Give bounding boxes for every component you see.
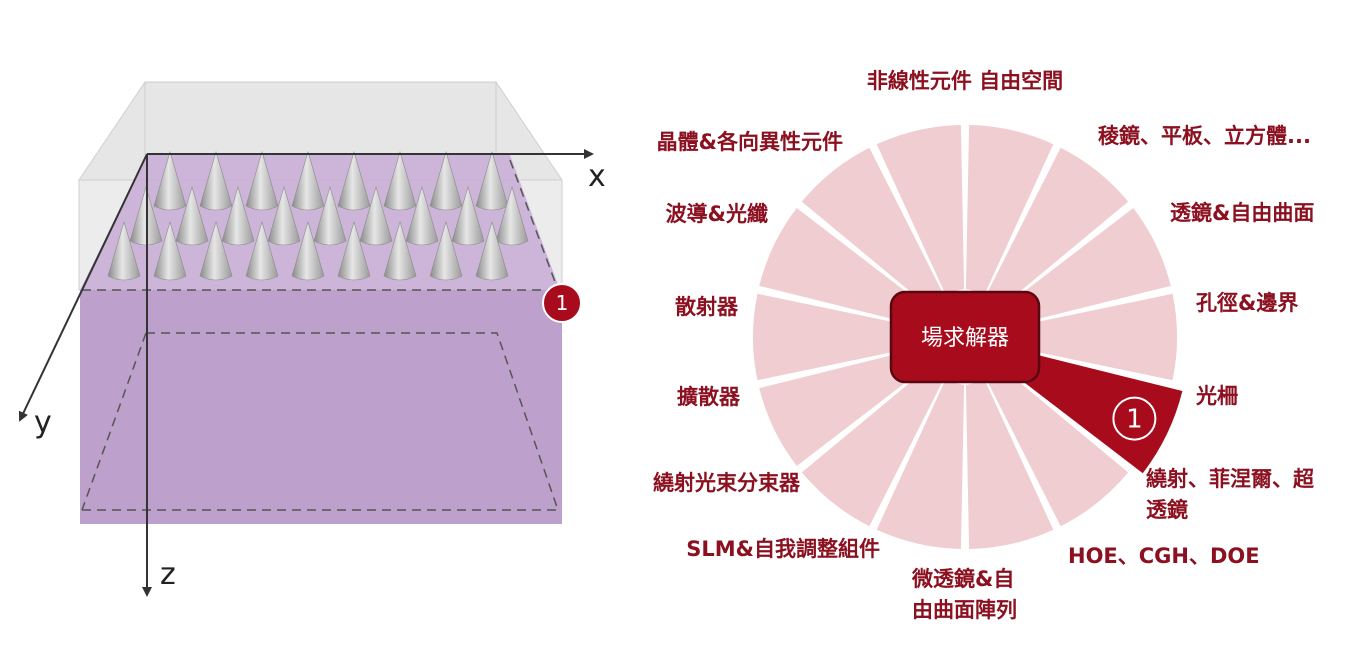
wheel-segment-label-line: 由曲面陣列 <box>912 598 1017 622</box>
cone-array <box>107 150 529 281</box>
wheel-segment-label: 非線性元件 自由空間 <box>867 69 1063 93</box>
cone <box>267 185 301 246</box>
wheel-segment-label-line: 波導&光纖 <box>666 202 768 226</box>
wheel-segment-label-line: 光柵 <box>1195 384 1238 408</box>
field-solver-center: 場求解器 <box>889 290 1041 384</box>
z-axis-label: z <box>160 557 176 592</box>
wheel-segment <box>759 208 927 326</box>
cone <box>383 150 417 211</box>
wheel-segment-label: 散射器 <box>675 295 739 319</box>
wheel-segment-label-line: 非線性元件 自由空間 <box>867 69 1063 93</box>
highlight-number: 1 <box>1126 405 1143 435</box>
cone <box>291 220 325 281</box>
cone <box>245 150 279 211</box>
substrate-slab <box>80 290 562 524</box>
cone <box>313 185 347 246</box>
cone <box>337 150 371 211</box>
wheel-segment <box>986 147 1129 307</box>
field-solver-box <box>889 290 1041 384</box>
cone <box>199 220 233 281</box>
wheel-segment-label-line: 微透鏡&自 <box>911 567 1014 591</box>
wheel-segment-label: 晶體&各向異性元件 <box>657 130 843 154</box>
cone <box>429 150 463 211</box>
wheel-segment-label: SLM&自我調整組件 <box>686 537 880 561</box>
wheel-segment-label-line: 晶體&各向異性元件 <box>657 130 843 154</box>
wheel-segment-label-line: 繞射、菲涅爾、超 <box>1146 467 1315 491</box>
cone <box>451 185 485 246</box>
grating-block-diagram: x y z 1 <box>18 81 606 597</box>
wheel-segment <box>965 380 1054 549</box>
wheel-segment-label-line: SLM&自我調整組件 <box>686 537 880 561</box>
wheel-segment <box>1011 293 1177 381</box>
wheel-segment-label-line: 繞射光束分束器 <box>653 471 801 495</box>
cone <box>221 185 255 246</box>
wheel-segment-grating-highlight <box>1003 348 1183 474</box>
wheel-segment-label-line: 透鏡&自由曲面 <box>1170 201 1314 225</box>
wheel-segment-label: 擴散器 <box>677 385 741 409</box>
cone <box>405 185 439 246</box>
wheel-segment-label: 光柵 <box>1195 384 1238 408</box>
cone <box>475 220 509 281</box>
field-solver-wheel: 1 <box>753 125 1183 549</box>
cone <box>153 150 187 211</box>
wheel-segment-label: 繞射、菲涅爾、超透鏡 <box>1146 467 1315 522</box>
x-axis-label: x <box>588 159 606 194</box>
field-solver-label: 場求解器 <box>921 326 1009 351</box>
highlight-number-ring <box>1112 396 1157 441</box>
wheel-segment <box>1003 208 1171 326</box>
wheel-segment-label-line: 散射器 <box>675 295 739 319</box>
cone <box>291 150 325 211</box>
grating-badge <box>542 283 582 323</box>
wheel-segment-label-line: HOE、CGH、DOE <box>1068 544 1260 568</box>
wheel-segment-label: HOE、CGH、DOE <box>1068 544 1260 568</box>
wheel-segment <box>876 380 965 549</box>
wheel-segment <box>876 125 965 294</box>
wheel-segment <box>759 348 927 466</box>
wheel-segment <box>753 293 919 381</box>
wheel-segment-label-line: 擴散器 <box>677 385 741 409</box>
cone <box>429 220 463 281</box>
wheel-segment-label-line: 孔徑&邊界 <box>1196 291 1298 315</box>
wheel-segment-label: 微透鏡&自由曲面陣列 <box>911 567 1017 622</box>
cone <box>153 220 187 281</box>
grating-badge-number: 1 <box>556 291 569 315</box>
y-axis <box>18 153 148 422</box>
y-axis-label: y <box>34 405 52 440</box>
cone <box>383 220 417 281</box>
cone <box>107 220 141 281</box>
cone <box>175 185 209 246</box>
wheel-segment-label: 孔徑&邊界 <box>1196 291 1298 315</box>
cone <box>359 185 393 246</box>
wheel-segment-label-line: 稜鏡、平板、立方體... <box>1098 124 1311 148</box>
cone <box>245 220 279 281</box>
wheel-segment <box>801 147 944 307</box>
wheel-segment-label: 繞射光束分束器 <box>653 471 801 495</box>
wheel-segment-label: 稜鏡、平板、立方體... <box>1098 124 1311 148</box>
wheel-segment <box>965 125 1054 294</box>
wheel-segment-label: 透鏡&自由曲面 <box>1170 201 1314 225</box>
cone <box>199 150 233 211</box>
wheel-segment <box>986 367 1129 527</box>
wheel-segment-label-line: 透鏡 <box>1146 498 1188 522</box>
cone <box>337 220 371 281</box>
dashed-guides <box>81 159 559 511</box>
wheel-segment <box>801 367 944 527</box>
wheel-segment-label: 波導&光纖 <box>666 202 768 226</box>
